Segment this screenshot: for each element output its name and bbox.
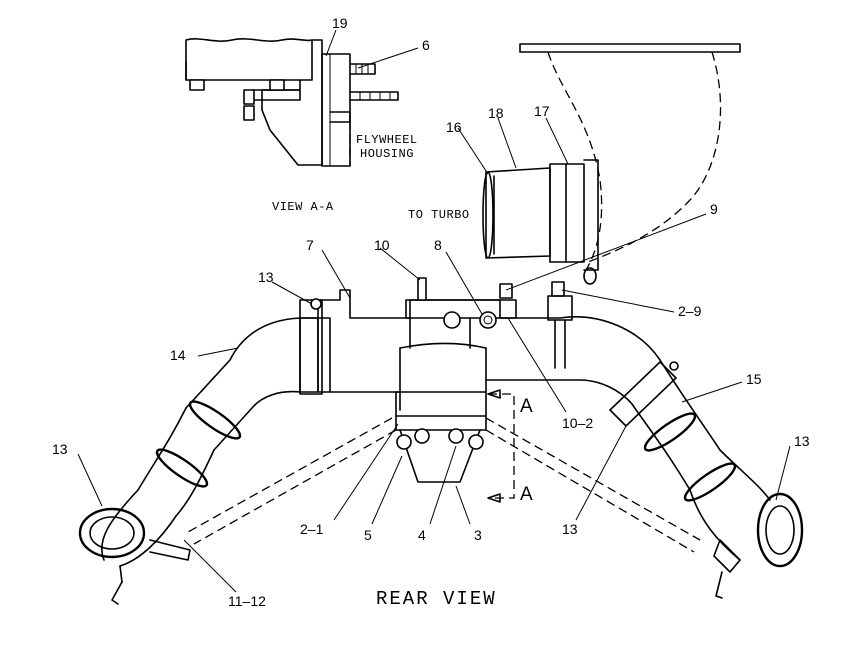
callout-13-bottom: 13 xyxy=(562,521,578,537)
callout-19: 19 xyxy=(332,15,348,31)
callout-11-12: 11–12 xyxy=(228,593,266,609)
right-elbow xyxy=(609,359,804,599)
section-marker-bottom: A xyxy=(520,484,533,505)
callout-10: 10 xyxy=(374,237,390,253)
section-marker-top: A xyxy=(520,396,533,417)
callout-17: 17 xyxy=(534,103,550,119)
callout-10-2: 10–2 xyxy=(562,415,593,431)
callout-4: 4 xyxy=(418,527,426,543)
view-a-a-title: VIEW A-A xyxy=(272,200,334,214)
callout-9: 9 xyxy=(710,201,718,217)
callout-2-9: 2–9 xyxy=(678,303,702,319)
leader-lines xyxy=(77,213,791,593)
callout-5: 5 xyxy=(364,527,372,543)
callout-8: 8 xyxy=(434,237,442,253)
turbo-adapter xyxy=(457,43,741,285)
manifold-body xyxy=(185,277,661,503)
callout-13-left: 13 xyxy=(52,441,68,457)
flywheel-note-line1: FLYWHEEL xyxy=(356,133,418,147)
flywheel-note-line2: HOUSING xyxy=(360,147,414,161)
callout-13-top: 13 xyxy=(258,269,274,285)
left-elbow xyxy=(78,400,242,605)
callout-3: 3 xyxy=(474,527,482,543)
callout-13-right: 13 xyxy=(794,433,810,449)
callout-6: 6 xyxy=(422,37,430,53)
callout-15: 15 xyxy=(746,371,762,387)
to-turbo-note: TO TURBO xyxy=(408,208,470,222)
callout-7: 7 xyxy=(306,237,314,253)
callout-2-1: 2–1 xyxy=(300,521,324,537)
support-rods xyxy=(187,417,701,553)
callout-14: 14 xyxy=(170,347,186,363)
view-a-a-detail xyxy=(185,29,419,167)
callout-16: 16 xyxy=(446,119,462,135)
view-title: REAR VIEW xyxy=(376,588,497,610)
callout-18: 18 xyxy=(488,105,504,121)
